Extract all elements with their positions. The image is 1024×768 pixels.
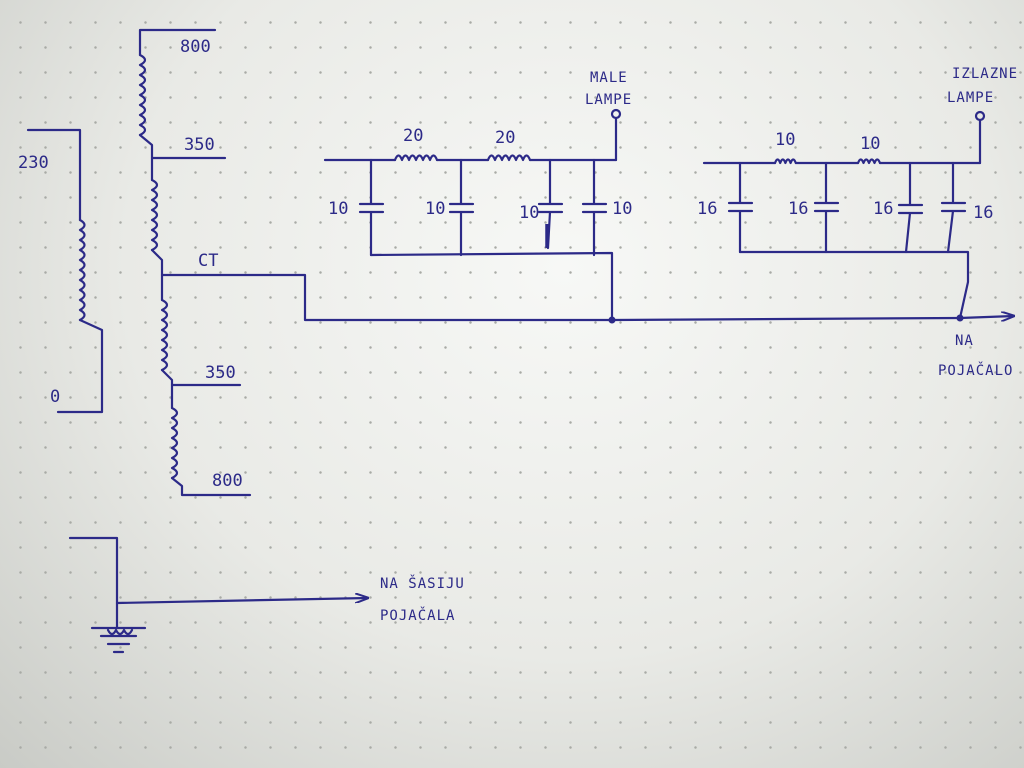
primary-label-230: 230 — [18, 153, 49, 173]
filter-small-tubes: 20 20 10 10 10 10 MALE LAMPE — [323, 70, 632, 322]
chassis-ground-wire — [68, 536, 119, 630]
secondary-lower-segment — [160, 368, 174, 410]
tap-label-350-lower: 350 — [205, 363, 236, 383]
capacitor-label-small-3: 10 — [519, 203, 539, 223]
filter-output-bottom-rail — [738, 250, 970, 320]
ground-symbol — [90, 626, 147, 654]
resistor-label-10-b: 10 — [860, 134, 880, 154]
output-label-output-1: IZLAZNE — [952, 66, 1018, 82]
output-label-output-2: LAMPE — [947, 90, 994, 106]
secondary-coil-1 — [138, 53, 147, 137]
secondary-bottom-lead — [170, 476, 252, 497]
tap-label-350-upper: 350 — [184, 135, 215, 155]
ground-symbol-squiggle — [106, 628, 134, 636]
ground-return-label-1: NA — [955, 333, 974, 349]
chassis-ground-arrow — [115, 598, 370, 605]
ground-return-label-2: POJAČALO — [938, 361, 1013, 379]
primary-bottom-lead — [56, 318, 104, 414]
primary-coil — [78, 218, 86, 322]
resistor-10-b — [856, 158, 882, 165]
capacitor-label-small-2: 10 — [425, 199, 445, 219]
secondary-winding: 800 350 CT 350 800 — [138, 28, 252, 497]
output-label-small-2: LAMPE — [585, 92, 632, 108]
chassis-label-1: NA ŠASIJU — [380, 574, 465, 592]
secondary-top-lead — [138, 28, 217, 57]
capacitor-label-output-2: 16 — [788, 199, 808, 219]
capacitor-small-1 — [358, 158, 385, 257]
capacitor-output-3 — [897, 161, 924, 254]
tap-label-ct: CT — [198, 251, 218, 271]
ground-return-arrow — [958, 316, 1014, 318]
capacitor-small-3 — [537, 158, 564, 250]
primary-label-0: 0 — [50, 387, 60, 407]
chassis-ground: NA ŠASIJU POJAČALA — [68, 536, 465, 654]
capacitor-label-output-4: 16 — [973, 203, 993, 223]
tap-label-800-bottom: 800 — [212, 471, 243, 491]
primary-top-lead — [26, 128, 82, 222]
capacitor-label-output-3: 16 — [873, 199, 893, 219]
secondary-coil-2 — [150, 178, 159, 252]
capacitor-small-2 — [448, 158, 475, 257]
output-terminal-output — [974, 110, 986, 122]
output-label-small-1: MALE — [590, 70, 628, 86]
capacitor-output-2 — [813, 161, 840, 254]
tap-label-800-top: 800 — [180, 37, 211, 57]
secondary-coil-4 — [170, 406, 179, 480]
resistor-20-b — [486, 154, 532, 162]
filter-output-tubes: 10 10 16 16 16 16 IZLAZNE LAMPE — [697, 66, 1018, 320]
ground-return-line: NA POJAČALO — [160, 273, 1014, 379]
resistor-label-10-a: 10 — [775, 130, 795, 150]
capacitor-label-small-4: 10 — [612, 199, 632, 219]
resistor-20-a — [393, 154, 439, 162]
secondary-coil-3 — [160, 298, 169, 372]
output-terminal-small — [610, 108, 622, 120]
resistor-label-20-a: 20 — [403, 126, 423, 146]
capacitor-small-4 — [581, 158, 608, 257]
secondary-center-segment — [150, 248, 164, 302]
capacitor-label-output-1: 16 — [697, 199, 717, 219]
resistor-10-a — [773, 158, 797, 165]
filter-small-bottom-rail — [369, 251, 614, 322]
chassis-label-2: POJAČALA — [380, 606, 455, 624]
capacitor-output-1 — [727, 161, 754, 254]
resistor-label-20-b: 20 — [495, 128, 515, 148]
capacitor-output-4 — [940, 161, 967, 254]
ct-return-wire — [160, 273, 962, 322]
secondary-upper-segment — [138, 133, 154, 182]
primary-winding: 230 0 — [18, 128, 104, 414]
capacitor-label-small-1: 10 — [328, 199, 348, 219]
